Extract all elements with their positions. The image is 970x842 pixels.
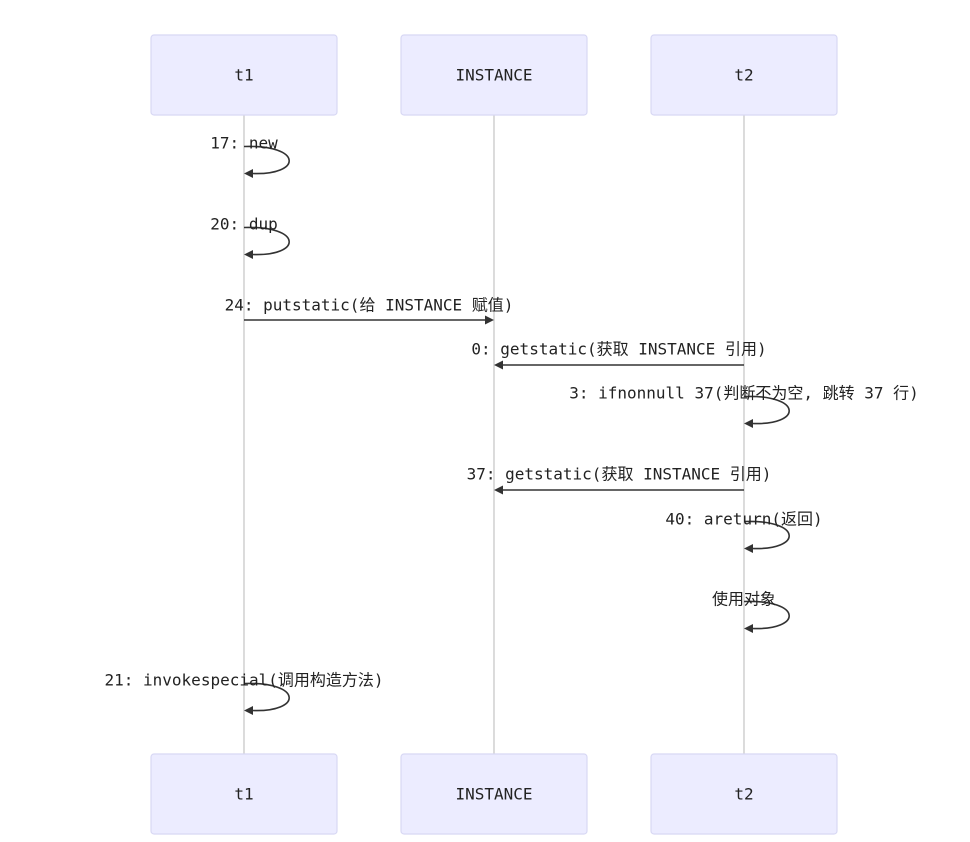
message-1: 20: dup <box>210 215 290 259</box>
arrowhead <box>494 485 503 495</box>
participant-box-t1-bottom <box>150 753 338 835</box>
message-label: 17: new <box>210 134 278 153</box>
participant-box-instance-top <box>400 34 588 116</box>
participant-label-t2-bottom: t2 <box>734 785 753 804</box>
arrowhead <box>744 544 753 553</box>
self-loop-arrow <box>743 395 790 425</box>
arrowhead <box>244 706 253 715</box>
message-label: 3: ifnonnull 37(判断不为空, 跳转 37 行) <box>569 384 919 403</box>
message-7: 使用对象 <box>712 590 790 633</box>
arrowhead <box>485 315 494 325</box>
self-loop-arrow <box>243 226 290 256</box>
message-2: 24: putstatic(给 INSTANCE 赋值) <box>225 296 514 325</box>
message-8: 21: invokespecial(调用构造方法) <box>104 671 384 715</box>
participant-label-t1-top: t1 <box>234 66 253 85</box>
participant-box-t2-top <box>650 34 838 116</box>
participant-box-t1-top <box>150 34 338 116</box>
message-label: 20: dup <box>210 215 277 234</box>
arrowhead <box>244 169 253 178</box>
participants-top: t1 INSTANCE t2 <box>150 34 838 116</box>
message-label: 0: getstatic(获取 INSTANCE 引用) <box>471 340 766 359</box>
message-label: 40: areturn(返回) <box>665 510 822 529</box>
participants-bottom: t1 INSTANCE t2 <box>150 753 838 835</box>
message-label: 使用对象 <box>712 590 776 609</box>
self-loop-arrow <box>243 682 290 712</box>
message-label: 37: getstatic(获取 INSTANCE 引用) <box>467 465 772 484</box>
message-label: 21: invokespecial(调用构造方法) <box>104 671 383 690</box>
message-6: 40: areturn(返回) <box>665 510 823 553</box>
arrowhead <box>494 360 503 370</box>
participant-label-instance-bottom: INSTANCE <box>455 785 532 804</box>
arrowhead <box>244 250 253 259</box>
message-0: 17: new <box>210 134 290 178</box>
participant-box-instance-bottom <box>400 753 588 835</box>
participant-label-instance-top: INSTANCE <box>455 66 532 85</box>
message-3: 0: getstatic(获取 INSTANCE 引用) <box>471 340 767 370</box>
message-5: 37: getstatic(获取 INSTANCE 引用) <box>467 465 772 495</box>
participant-label-t1-bottom: t1 <box>234 785 253 804</box>
self-loop-arrow <box>243 145 290 175</box>
arrowhead <box>744 419 753 428</box>
arrowhead <box>744 624 753 633</box>
self-loop-arrow <box>743 600 790 630</box>
self-loop-arrow <box>743 520 790 550</box>
participant-label-t2-top: t2 <box>734 66 753 85</box>
message-4: 3: ifnonnull 37(判断不为空, 跳转 37 行) <box>569 384 919 428</box>
messages: 17: new 20: dup 24: putstatic(给 INSTANCE 赋… <box>104 134 919 715</box>
participant-box-t2-bottom <box>650 753 838 835</box>
lifelines <box>243 115 745 754</box>
message-label: 24: putstatic(给 INSTANCE 赋值) <box>225 296 514 315</box>
